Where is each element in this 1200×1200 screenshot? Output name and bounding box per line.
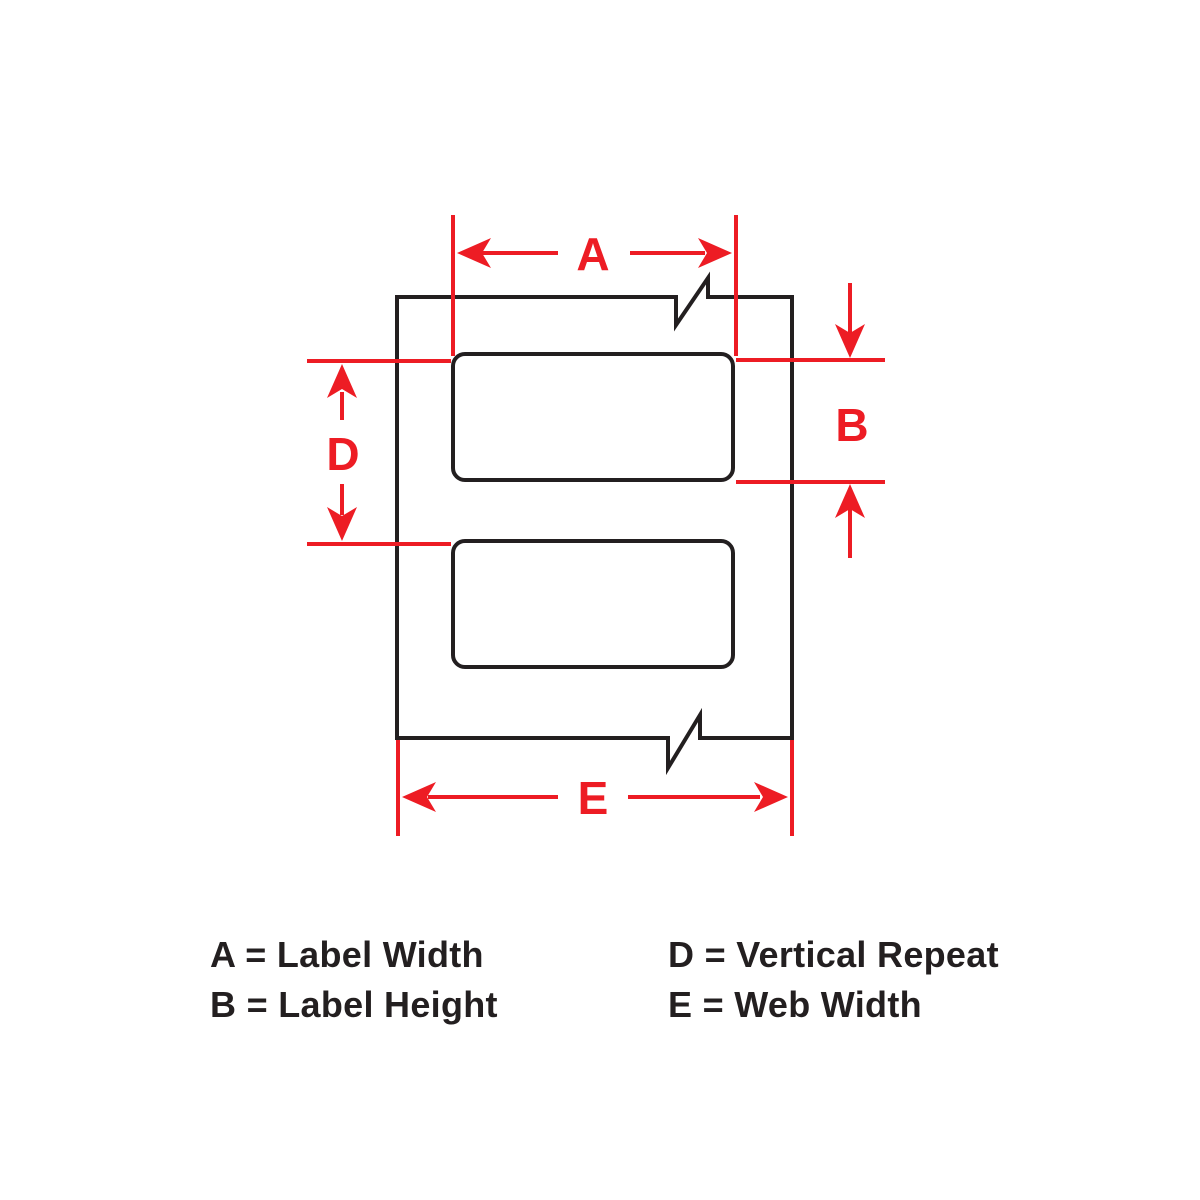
- dimension-b: [736, 283, 885, 558]
- dimension-a: [451, 215, 738, 356]
- dimension-b-letter: B: [835, 399, 868, 451]
- dimension-a-arrow-right: [698, 238, 732, 268]
- dimension-e-arrow-right: [754, 782, 788, 812]
- dimension-b-arrow-top: [835, 324, 865, 358]
- dimension-d-arrow-top: [327, 364, 357, 398]
- dimension-d: [307, 359, 451, 546]
- dimension-a-letter: A: [576, 228, 609, 280]
- legend: A = Label Width B = Label Height D = Ver…: [0, 930, 1200, 1040]
- legend-column-left: A = Label Width B = Label Height: [210, 930, 498, 1030]
- dimension-d-arrow-bottom: [327, 507, 357, 541]
- label-top: [451, 352, 735, 482]
- legend-column-right: D = Vertical Repeat E = Web Width: [668, 930, 999, 1030]
- legend-item-e: E = Web Width: [668, 984, 922, 1025]
- web-outline: [395, 271, 794, 776]
- dimension-a-arrow-left: [457, 238, 491, 268]
- dimension-e: [396, 740, 794, 836]
- legend-item-d: D = Vertical Repeat: [668, 934, 999, 975]
- dimension-d-letter: D: [326, 428, 359, 480]
- dimension-b-arrow-bottom: [835, 484, 865, 518]
- dimension-e-letter: E: [578, 772, 609, 824]
- dimension-e-arrow-left: [402, 782, 436, 812]
- legend-item-a: A = Label Width: [210, 934, 484, 975]
- legend-item-b: B = Label Height: [210, 984, 498, 1025]
- label-bottom: [451, 539, 735, 669]
